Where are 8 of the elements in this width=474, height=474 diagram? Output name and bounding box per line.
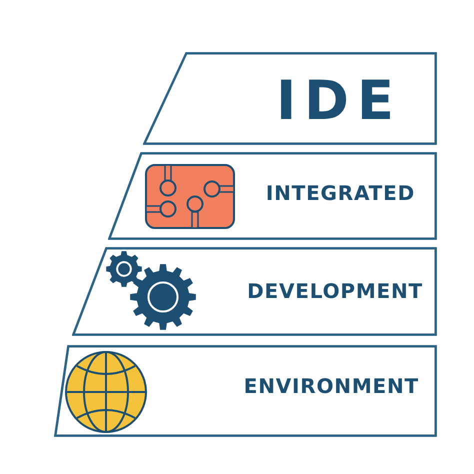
band-heading: INTEGRATED <box>266 183 415 203</box>
banner-band <box>108 152 437 240</box>
banner-band <box>72 247 437 336</box>
banner-band <box>54 345 437 437</box>
banner-band <box>143 52 437 145</box>
band-heading: ENVIRONMENT <box>244 376 419 396</box>
band-heading: IDE <box>276 74 402 128</box>
band-heading: DEVELOPMENT <box>247 281 423 301</box>
